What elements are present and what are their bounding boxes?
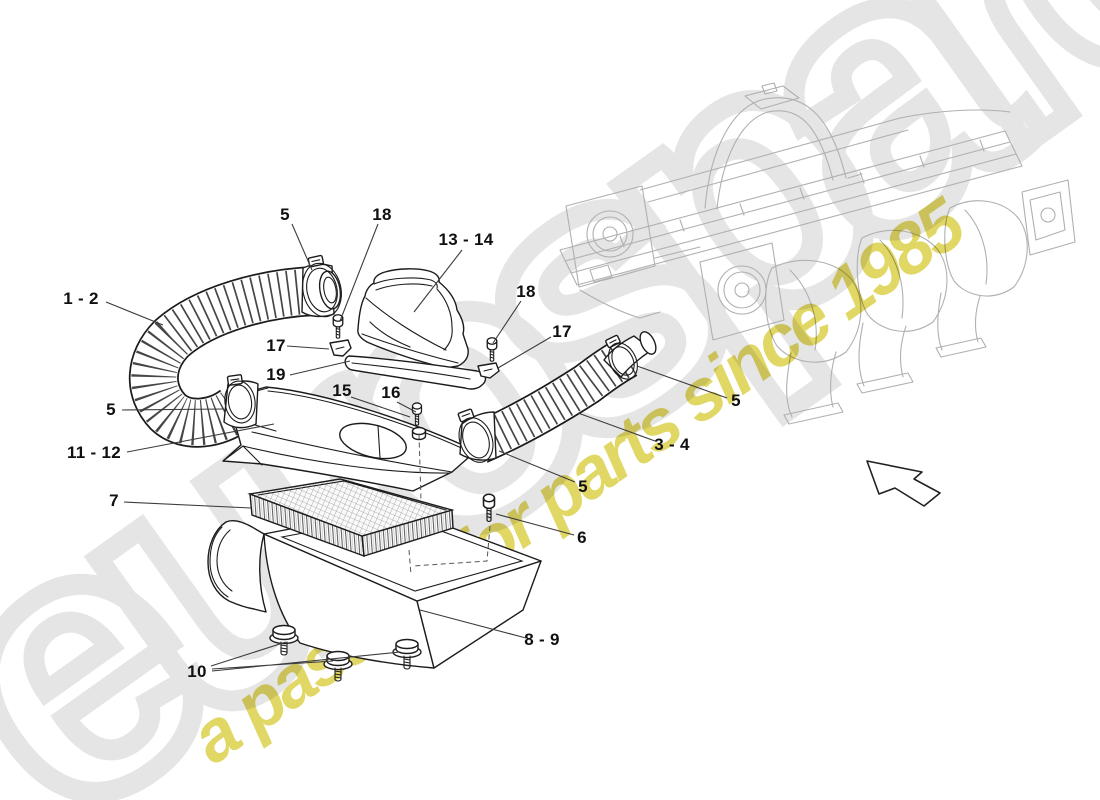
projection-line-16b: [408, 549, 412, 576]
projection-line-16: [418, 433, 422, 501]
part-screw-6: [482, 493, 496, 523]
projection-line-6: [412, 525, 491, 567]
part-label-10[interactable]: 10: [187, 662, 207, 681]
part-screw-16: [411, 402, 423, 426]
part-label-19[interactable]: 19: [266, 365, 286, 384]
part-label-11-12[interactable]: 11 - 12: [66, 443, 122, 462]
part-label-1-2[interactable]: 1 - 2: [63, 289, 99, 308]
part-label-5-right[interactable]: 5: [731, 391, 741, 410]
part-label-5-top[interactable]: 5: [280, 205, 290, 224]
part-grommet-10-a: [269, 624, 299, 656]
part-label-7[interactable]: 7: [109, 491, 119, 510]
part-spacer-15: [411, 426, 427, 441]
part-hose-clamp-5-top: [302, 254, 342, 318]
part-label-16[interactable]: 16: [381, 383, 401, 402]
part-air-guide-13-14: [357, 268, 469, 369]
part-label-5-left[interactable]: 5: [106, 400, 116, 419]
part-bracket-17-right: [477, 362, 500, 379]
part-label-15[interactable]: 15: [332, 381, 352, 400]
part-label-18-right[interactable]: 18: [516, 282, 536, 301]
part-label-5-mid[interactable]: 5: [578, 477, 588, 496]
part-intake-hose-1-2: [128, 263, 342, 448]
part-filter-housing-top-11-12: [222, 380, 477, 492]
direction-arrow-icon: [866, 460, 941, 507]
part-hose-clamp-5-mid: [457, 408, 494, 463]
part-grommet-10-b: [323, 650, 353, 682]
part-label-3-4[interactable]: 3 - 4: [654, 435, 690, 454]
part-gasket-19: [344, 355, 487, 390]
part-label-6[interactable]: 6: [577, 528, 587, 547]
part-hose-clamp-5-left: [224, 374, 256, 424]
leader-lines: [105, 223, 728, 672]
part-hose-clamp-5-right: [605, 334, 638, 380]
part-label-18-top[interactable]: 18: [372, 205, 392, 224]
part-label-17-right[interactable]: 17: [552, 322, 572, 341]
part-bracket-17-left: [329, 339, 352, 357]
part-label-13-14[interactable]: 13 - 14: [438, 230, 494, 249]
part-label-17-left[interactable]: 17: [266, 336, 286, 355]
part-air-filter-7: [247, 478, 455, 558]
part-label-8-9[interactable]: 8 - 9: [524, 630, 560, 649]
part-screw-18-right: [486, 337, 498, 362]
